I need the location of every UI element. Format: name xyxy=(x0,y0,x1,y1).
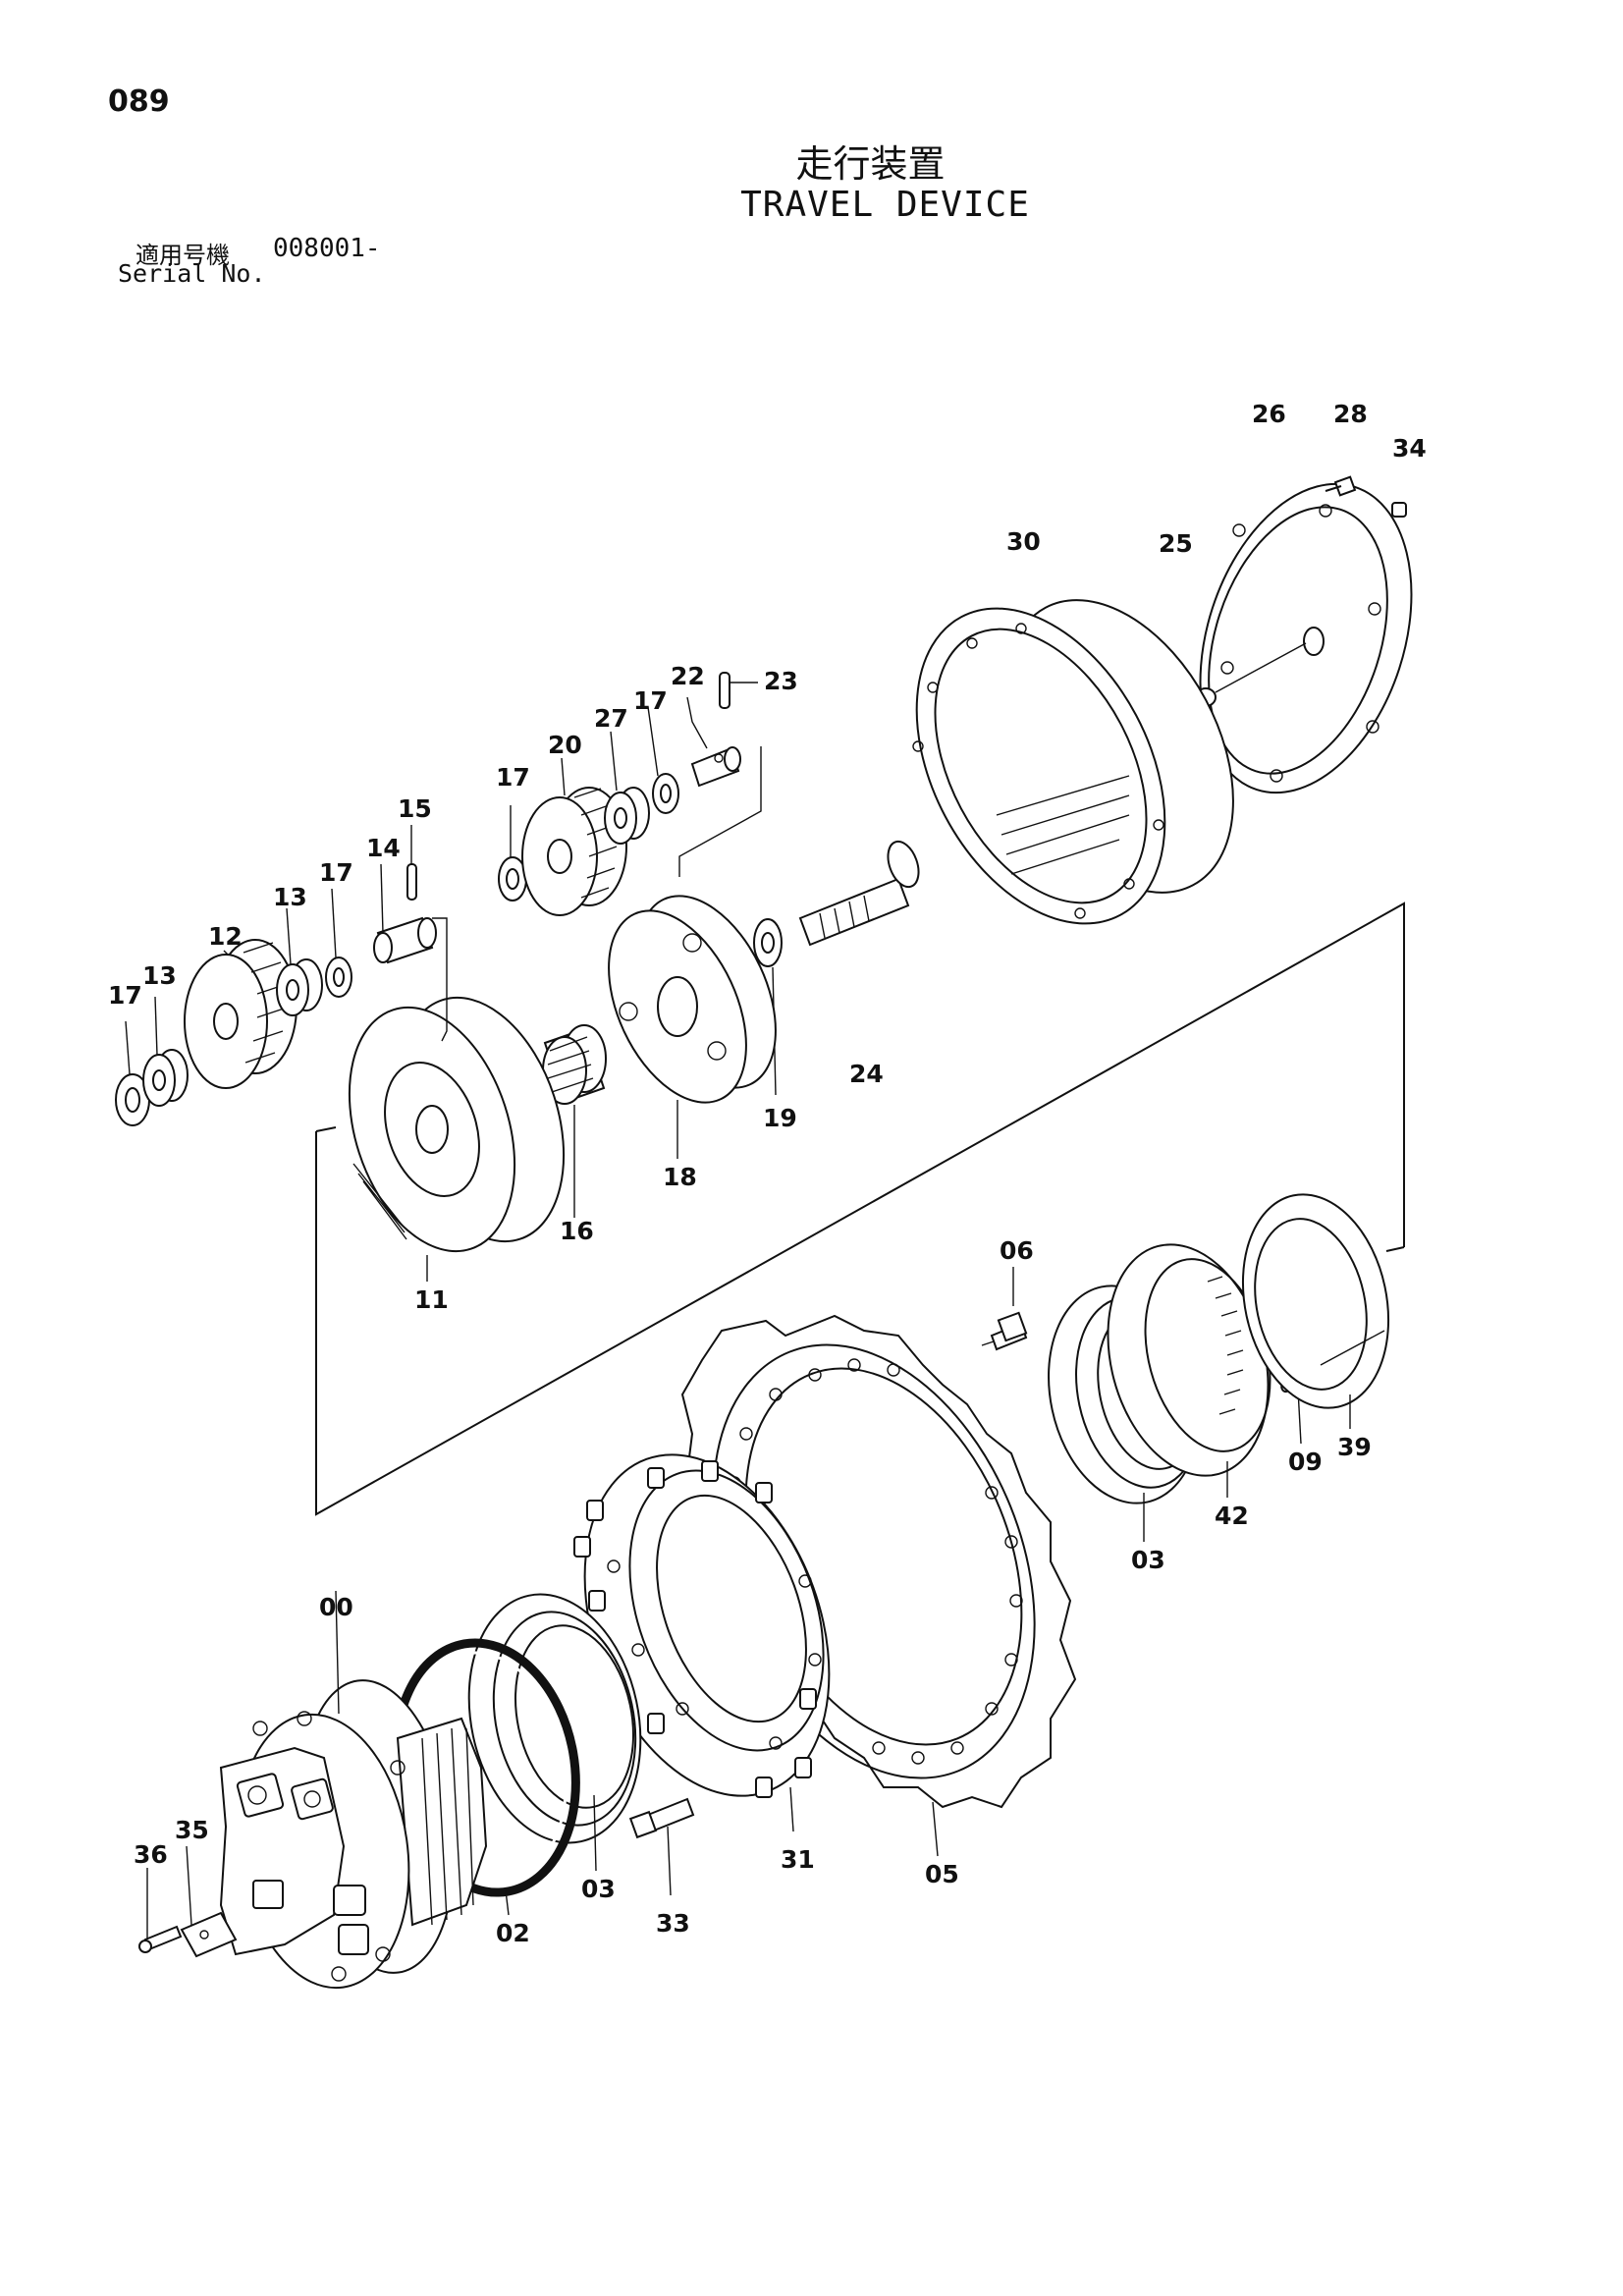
part-17-washer-second xyxy=(647,706,679,814)
callout-25: 25 xyxy=(1159,529,1193,558)
part-17-washer-mid xyxy=(325,888,352,998)
hub-holes xyxy=(607,1559,822,1750)
callout-17-mid: 17 xyxy=(319,858,353,887)
callout-11: 11 xyxy=(414,1285,449,1314)
callout-13-left: 13 xyxy=(142,961,177,990)
part-24-shaft xyxy=(798,840,920,947)
part-18-carrier xyxy=(608,895,777,1159)
callout-02: 02 xyxy=(496,1919,530,1947)
part-42-bearing xyxy=(1107,1243,1271,1498)
callout-35: 35 xyxy=(175,1816,209,1844)
title-japanese: 走行装置 xyxy=(795,142,946,186)
part-36-screw xyxy=(138,1868,183,1953)
callout-18: 18 xyxy=(663,1163,697,1191)
housing-bolt-holes xyxy=(912,623,1164,919)
callout-14: 14 xyxy=(366,834,401,862)
callout-20: 20 xyxy=(548,731,582,759)
callout-28: 28 xyxy=(1333,400,1368,428)
callout-05: 05 xyxy=(925,1860,959,1888)
hub-bolt-pads xyxy=(573,1460,817,1798)
part-06-bolt xyxy=(981,1267,1028,1351)
part-13-needle-bearing-left xyxy=(142,996,189,1107)
part-14-pin xyxy=(373,863,437,964)
part-23-spring-pin xyxy=(719,672,758,709)
callout-27: 27 xyxy=(594,704,628,733)
callout-26: 26 xyxy=(1252,400,1286,428)
callout-03-lower: 03 xyxy=(581,1875,616,1903)
part-22-pin xyxy=(686,696,741,788)
callout-19: 19 xyxy=(763,1104,797,1132)
part-28-bolt xyxy=(1325,475,1357,497)
callout-17-left: 17 xyxy=(108,981,142,1010)
part-35-plate xyxy=(180,1845,238,1958)
callout-12: 12 xyxy=(208,922,243,951)
part-17-washer-top xyxy=(498,805,527,902)
part-15-spring-pin xyxy=(406,825,448,1042)
serial-label-japanese: 適用号機 xyxy=(135,242,230,269)
callout-00: 00 xyxy=(319,1593,353,1621)
callout-42: 42 xyxy=(1215,1502,1249,1530)
part-00-travel-motor xyxy=(219,1590,488,1990)
callout-03-upper: 03 xyxy=(1131,1546,1165,1574)
callout-31: 31 xyxy=(781,1845,815,1874)
title-english: TRAVEL DEVICE xyxy=(740,185,1030,225)
callout-labels: 00 02 03 03 05 06 09 11 12 13 13 14 15 1… xyxy=(108,400,1427,1947)
part-12-planet-gear xyxy=(184,939,298,1089)
callout-34: 34 xyxy=(1392,434,1427,463)
callout-17-right: 17 xyxy=(633,686,668,715)
page-number: 089 xyxy=(108,84,170,119)
callout-15: 15 xyxy=(398,794,432,823)
callout-09: 09 xyxy=(1288,1448,1323,1476)
callout-06: 06 xyxy=(1000,1236,1034,1265)
callout-22: 22 xyxy=(671,662,705,690)
part-17-washer-left xyxy=(115,1020,150,1126)
callout-17-top: 17 xyxy=(496,763,530,792)
part-39-cover-ring xyxy=(1241,1193,1390,1429)
callout-24: 24 xyxy=(849,1060,884,1088)
part-34-plug xyxy=(1391,502,1407,518)
part-13-needle-bearing-right xyxy=(276,907,323,1016)
part-16-sun-gear xyxy=(542,1024,607,1218)
serial-label-english: Serial No. xyxy=(118,259,266,288)
part-30-housing xyxy=(912,599,1234,925)
callout-30: 30 xyxy=(1006,527,1041,556)
callout-36: 36 xyxy=(134,1840,168,1869)
callout-33: 33 xyxy=(656,1909,690,1938)
part-33-bolt xyxy=(628,1797,695,1896)
serial-number-value: 008001- xyxy=(273,234,381,263)
callout-39: 39 xyxy=(1337,1433,1372,1461)
part-11-carrier xyxy=(348,996,566,1282)
callout-13-right: 13 xyxy=(273,883,307,911)
callout-23: 23 xyxy=(764,667,798,695)
part-26-cover xyxy=(1199,482,1413,794)
callout-16: 16 xyxy=(560,1217,594,1245)
part-31-hub xyxy=(573,1453,831,1832)
part-27-needle-bearing xyxy=(604,731,650,845)
